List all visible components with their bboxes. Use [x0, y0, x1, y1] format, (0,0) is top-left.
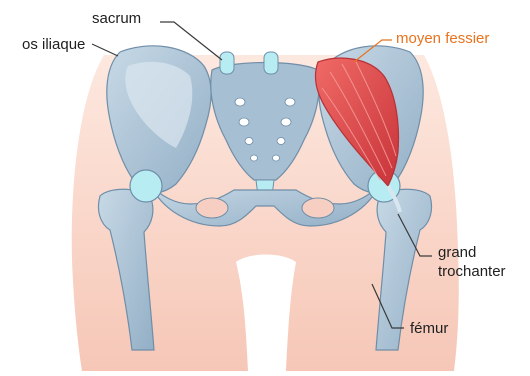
label-os-iliaque: os iliaque — [22, 36, 85, 54]
sacral-process-left — [220, 52, 234, 74]
obturator-left — [196, 198, 228, 218]
label-moyen-fessier: moyen fessier — [396, 30, 489, 48]
sacral-process-right — [264, 52, 278, 74]
obturator-right — [302, 198, 334, 218]
label-sacrum: sacrum — [92, 10, 141, 28]
leader-os-iliaque — [92, 44, 118, 56]
label-grand: grand — [438, 244, 476, 262]
label-femur: fémur — [410, 320, 448, 338]
left-femoral-head — [130, 170, 162, 202]
label-trochanter: trochanter — [438, 263, 506, 281]
